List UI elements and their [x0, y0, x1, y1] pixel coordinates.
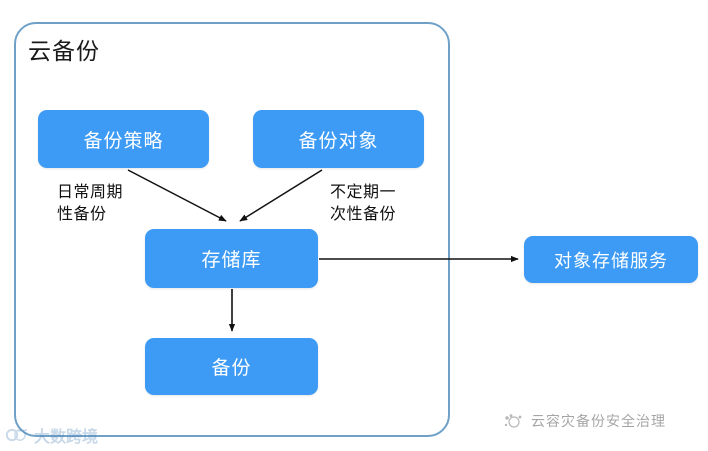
- node-backup-policy[interactable]: 备份策略: [38, 110, 209, 168]
- circle-logo-icon: [5, 427, 28, 443]
- node-label: 备份: [211, 358, 252, 379]
- node-backup-object[interactable]: 备份对象: [253, 110, 424, 168]
- watermark-bottom-right: 云容灾备份安全治理: [503, 411, 666, 431]
- watermark-right-text: 云容灾备份安全治理: [531, 413, 666, 429]
- node-label: 对象存储服务: [554, 250, 668, 271]
- cloud-backup-group-container: [14, 22, 450, 437]
- node-label: 备份策略: [83, 130, 164, 152]
- node-label: 备份对象: [298, 130, 379, 152]
- node-backup[interactable]: 备份: [145, 338, 318, 395]
- watermark-left-text: 大数跨境: [34, 429, 99, 446]
- cloud-dots-logo-icon: [503, 413, 525, 429]
- watermark-bottom-left: 大数跨境: [5, 423, 99, 447]
- group-title: 云备份: [28, 38, 100, 64]
- edge-label-periodic-backup: 日常周期 性备份: [57, 184, 124, 223]
- node-label: 存储库: [201, 250, 262, 271]
- edge-label-one-time-backup: 不定期一 次性备份: [330, 184, 397, 223]
- node-object-storage-service[interactable]: 对象存储服务: [524, 236, 698, 283]
- node-vault[interactable]: 存储库: [145, 229, 318, 288]
